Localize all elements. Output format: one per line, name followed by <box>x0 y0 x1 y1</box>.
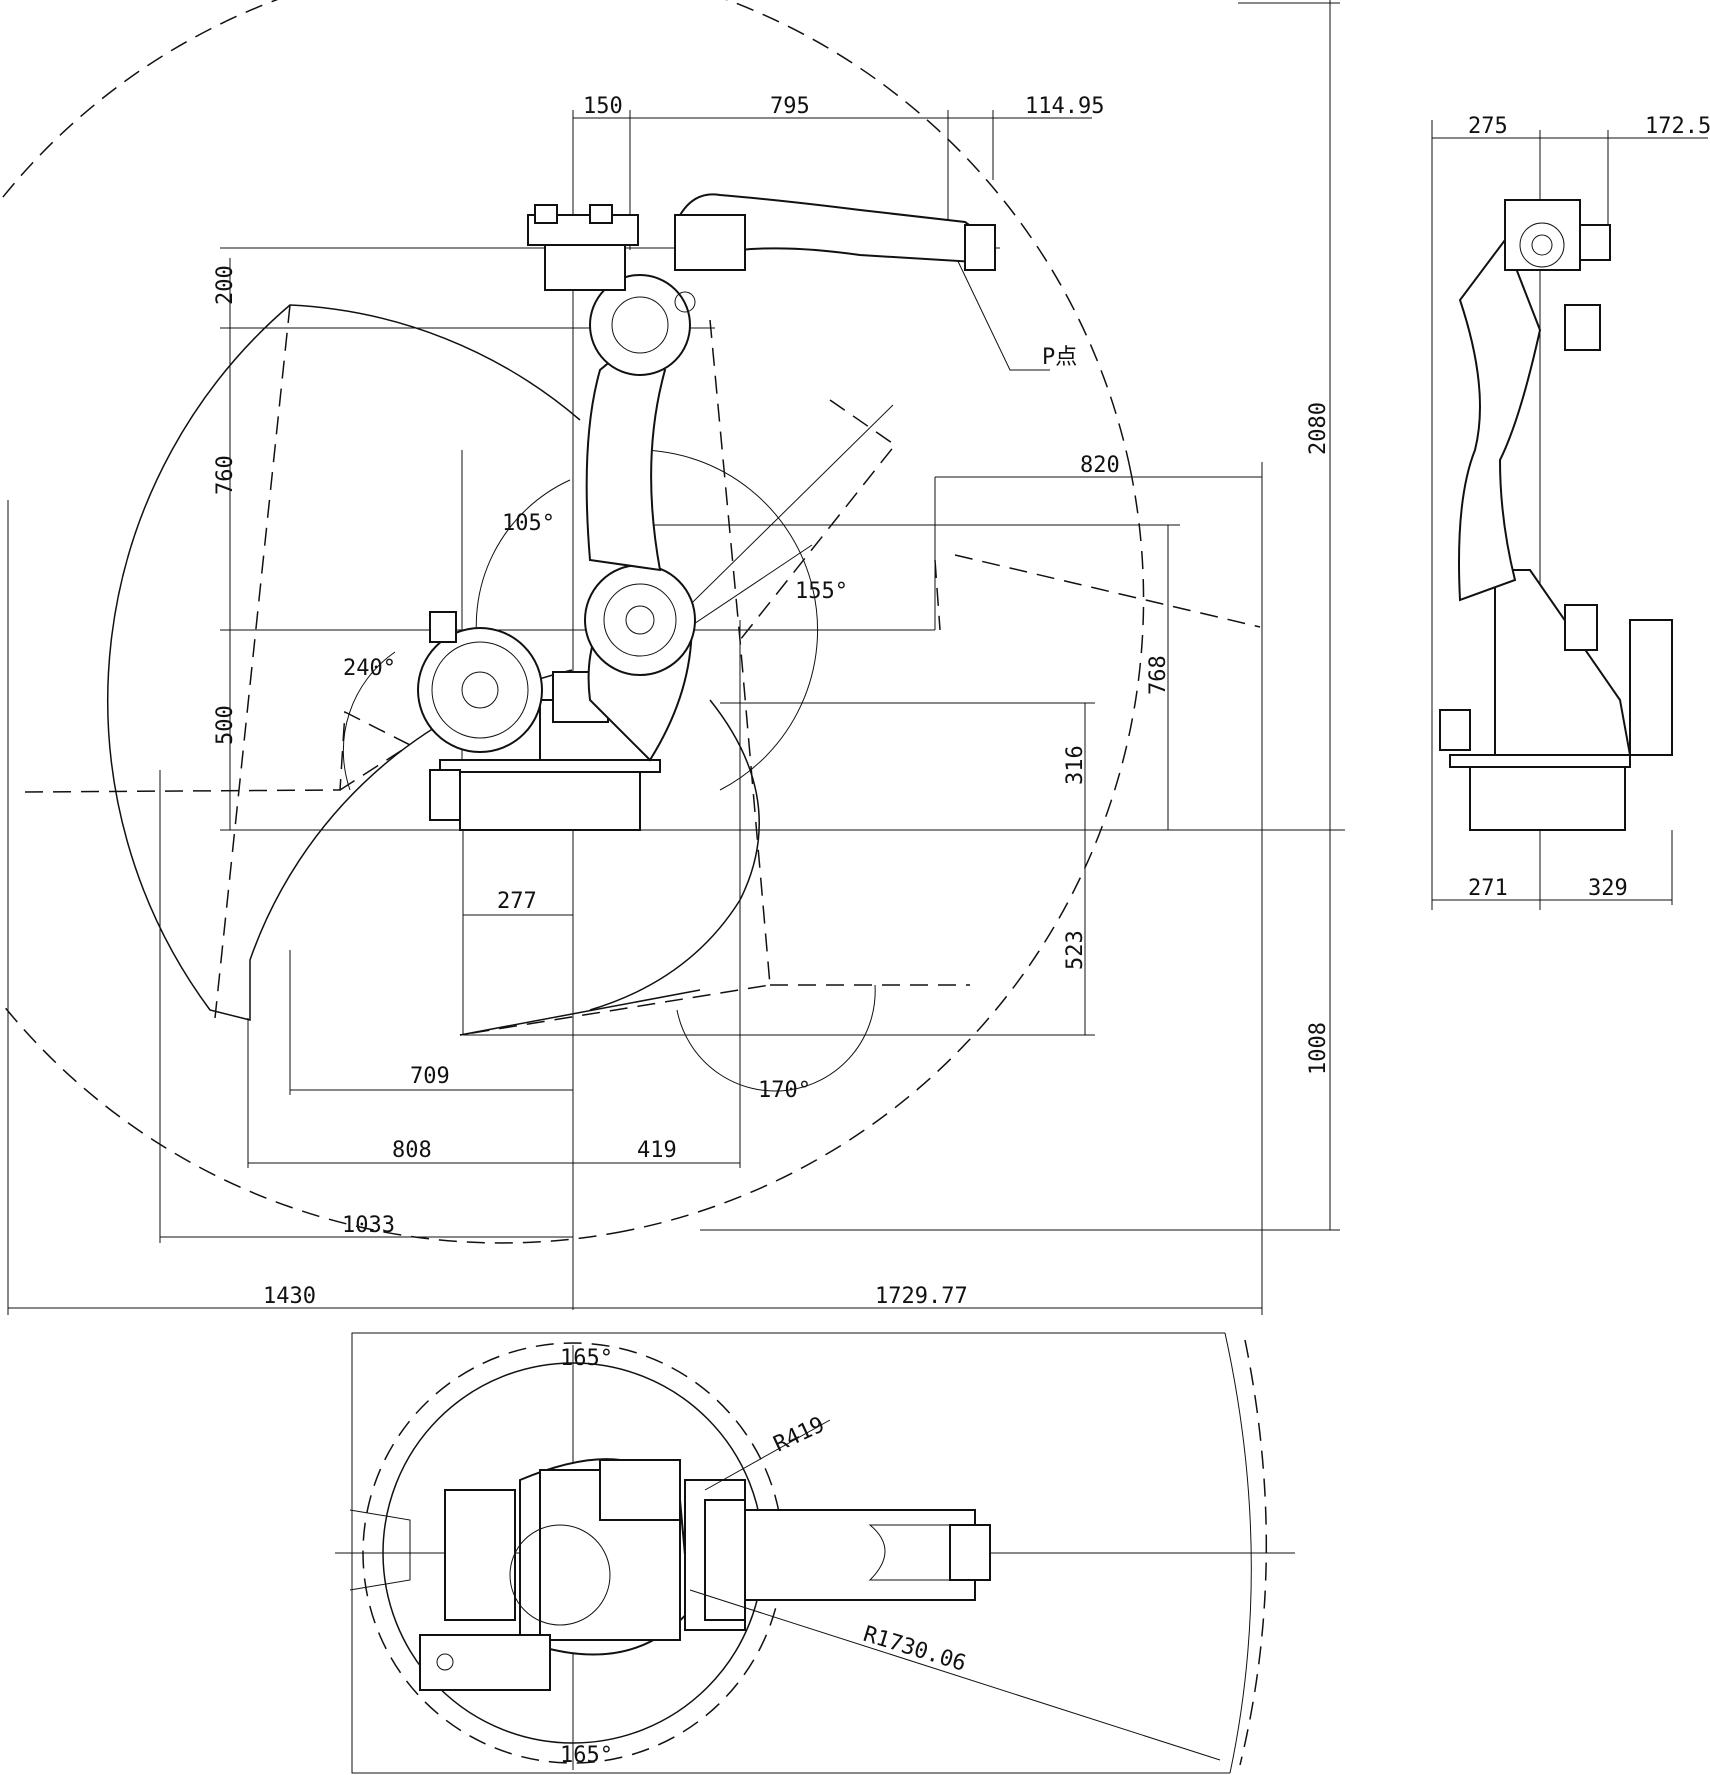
dim-front-316: 316 <box>1063 745 1088 785</box>
dim-front-277: 277 <box>497 889 537 914</box>
dim-front-2080: 2080 <box>1306 402 1331 455</box>
front-view-robot <box>417 193 996 831</box>
side-view: 275 172.5 271 329 <box>1431 114 1710 910</box>
dim-front-709: 709 <box>410 1064 450 1089</box>
dim-front-419: 419 <box>637 1138 677 1163</box>
label-point-p: P点 <box>1042 345 1077 370</box>
radius-r1730-06: R1730.06 <box>860 1622 969 1677</box>
front-view-labels: P点 105° 155° 240° 170° 150 795 114.95 20… <box>213 94 1331 1309</box>
dim-front-795: 795 <box>770 94 810 119</box>
dim-side-172-5: 172.5 <box>1645 114 1710 139</box>
angle-155: 155° <box>795 579 848 604</box>
dim-front-808: 808 <box>392 1138 432 1163</box>
dim-side-271: 271 <box>1468 876 1508 901</box>
dim-front-820: 820 <box>1080 453 1120 478</box>
dim-front-760: 760 <box>213 455 238 495</box>
dim-front-523: 523 <box>1063 930 1088 970</box>
dim-front-1008: 1008 <box>1306 1022 1331 1075</box>
angle-top-165: 165° <box>560 1346 613 1371</box>
dim-front-1729-77: 1729.77 <box>875 1284 968 1309</box>
angle-170: 170° <box>758 1078 811 1103</box>
dim-front-200: 200 <box>213 265 238 305</box>
dim-side-275: 275 <box>1468 114 1508 139</box>
dim-front-114-95: 114.95 <box>1025 94 1104 119</box>
radius-r419: R419 <box>770 1412 829 1457</box>
front-view-envelope <box>0 0 1261 1244</box>
dim-front-1430: 1430 <box>263 1284 316 1309</box>
top-view: 165° 165° R419 R1730.06 <box>335 1332 1295 1774</box>
dim-front-500: 500 <box>213 705 238 745</box>
dim-front-150: 150 <box>583 94 623 119</box>
dim-side-329: 329 <box>1588 876 1628 901</box>
dim-front-768: 768 <box>1146 655 1171 695</box>
angle-bottom-165: 165° <box>560 1743 613 1768</box>
angle-240: 240° <box>343 656 396 681</box>
dim-front-1033: 1033 <box>342 1213 395 1238</box>
angle-105: 105° <box>502 511 555 536</box>
